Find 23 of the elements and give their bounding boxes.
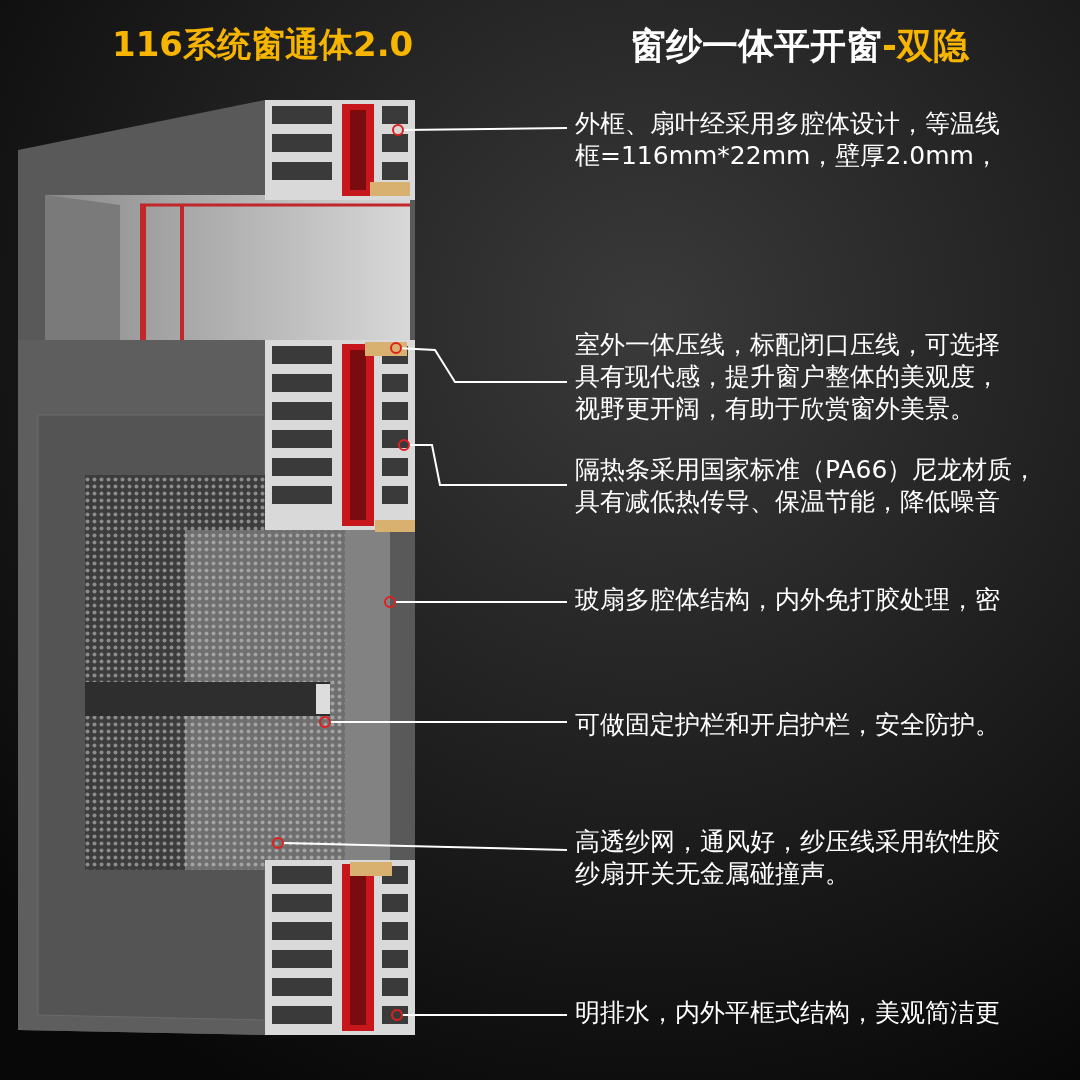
heading-text: -双隐 bbox=[882, 25, 969, 66]
target-point-marker bbox=[392, 124, 404, 136]
callout-text: 玻扇多腔体结构，内外免打胶处理，密 bbox=[575, 584, 1000, 616]
callout-text: 室外一体压线，标配闭口压线，可选择具有现代感，提升窗户整体的美观度，视野更开阔，有助于欣赏窗外美景。 bbox=[575, 329, 1000, 425]
target-point-marker bbox=[398, 439, 410, 451]
title: 116系统窗通体2.0 bbox=[112, 23, 414, 66]
callout-text: 明排水，内外平框式结构，美观简洁更 bbox=[575, 997, 1000, 1029]
leader-line bbox=[408, 444, 568, 486]
callout-text: 隔热条采用国家标准（PA66）尼龙材质，具有减低热传导、保温节能，降低噪音 bbox=[575, 454, 1039, 518]
leader-line bbox=[401, 1014, 568, 1016]
callout-text: 外框、扇叶经采用多腔体设计，等温线框=116mm*22mm，壁厚2.0mm， bbox=[575, 108, 1000, 172]
leader-line bbox=[329, 721, 568, 723]
leader-line bbox=[400, 347, 568, 383]
target-point-marker bbox=[272, 837, 284, 849]
leader-line bbox=[394, 601, 568, 603]
leader-line bbox=[282, 842, 568, 851]
target-point-marker bbox=[391, 1009, 403, 1021]
callout-text: 可做固定护栏和开启护栏，安全防护。 bbox=[575, 709, 1000, 741]
target-point-marker bbox=[384, 596, 396, 608]
target-point-marker bbox=[390, 342, 402, 354]
callout-text: 高透纱网，通风好，纱压线采用软性胶纱扇开关无金属碰撞声。 bbox=[575, 826, 1000, 890]
target-point-marker bbox=[319, 716, 331, 728]
heading-text: 窗纱一体平开窗 bbox=[630, 25, 882, 66]
